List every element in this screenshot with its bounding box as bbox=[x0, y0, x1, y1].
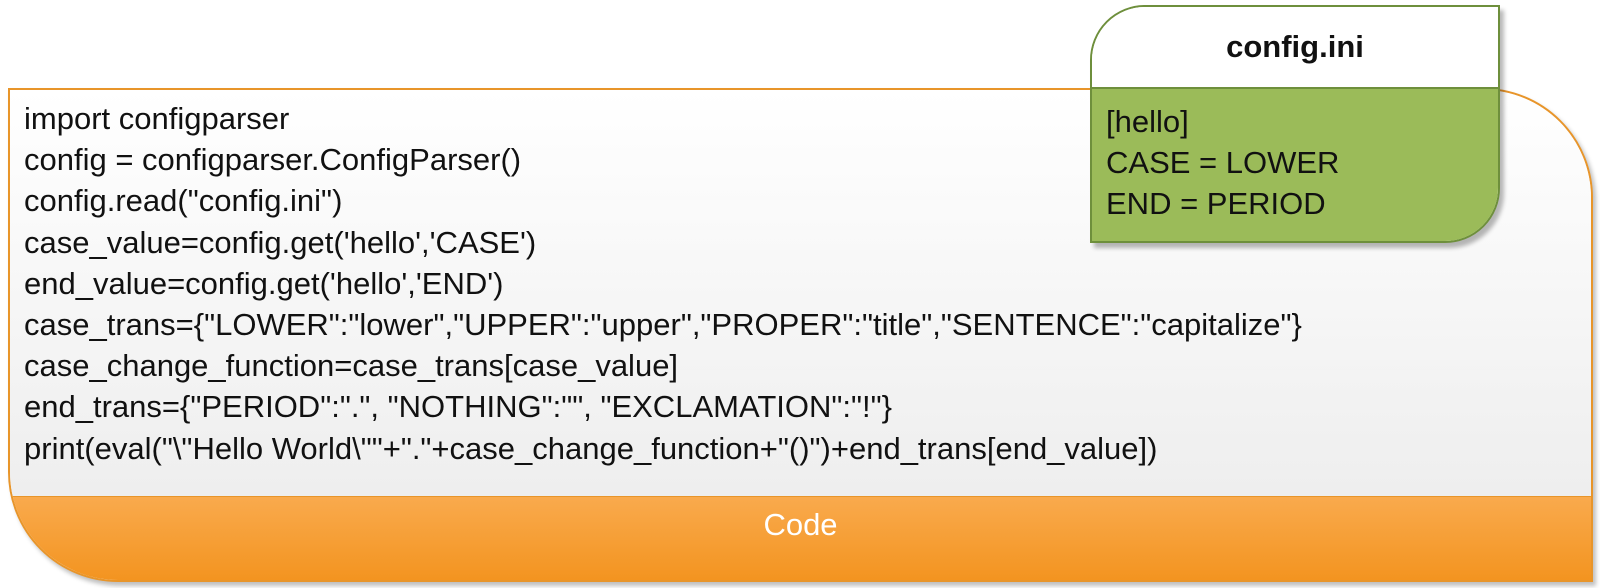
config-line: [hello] bbox=[1106, 104, 1189, 139]
code-line: config = configparser.ConfigParser() bbox=[24, 142, 522, 178]
code-lines: import configparser config = configparse… bbox=[24, 98, 1302, 469]
code-line: end_value=config.get('hello','END') bbox=[24, 265, 504, 301]
code-line: import configparser bbox=[24, 101, 290, 136]
code-line: case_change_function=case_trans[case_val… bbox=[24, 348, 679, 384]
code-line: config.read("config.ini") bbox=[24, 183, 343, 219]
config-ini-block: config.ini [hello] CASE = LOWER END = PE… bbox=[1090, 5, 1500, 243]
code-footer: Code bbox=[10, 496, 1591, 580]
config-lines: [hello] CASE = LOWER END = PERIOD bbox=[1106, 101, 1339, 224]
config-header: config.ini bbox=[1092, 7, 1498, 89]
code-line: case_trans={"LOWER":"lower","UPPER":"upp… bbox=[24, 307, 1302, 343]
code-label: Code bbox=[763, 507, 838, 542]
config-title: config.ini bbox=[1226, 29, 1364, 64]
code-line: print(eval("\"Hello World\""+"."+case_ch… bbox=[24, 430, 1158, 466]
code-line: end_trans={"PERIOD":".", "NOTHING":"", "… bbox=[24, 389, 892, 425]
config-body: [hello] CASE = LOWER END = PERIOD bbox=[1092, 89, 1498, 241]
code-line: case_value=config.get('hello','CASE') bbox=[24, 224, 537, 260]
config-line: END = PERIOD bbox=[1106, 186, 1326, 221]
config-line: CASE = LOWER bbox=[1106, 145, 1340, 180]
